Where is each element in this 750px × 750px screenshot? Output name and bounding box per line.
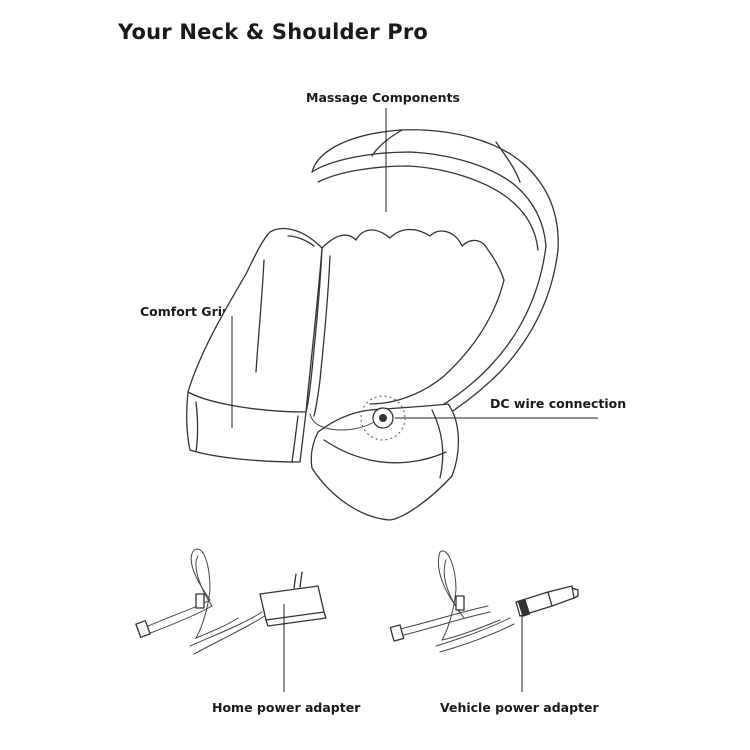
comfort-grip-arm [187,227,323,414]
label-massage-components: Massage Components [306,90,460,105]
label-vehicle-power-adapter: Vehicle power adapter [440,700,599,715]
home-power-adapter-illustration [135,548,327,655]
label-dc-wire-connection: DC wire connection [490,396,627,411]
vehicle-power-adapter-illustration [389,550,579,653]
massager-top-band [311,129,559,251]
home-adapter-box [259,585,325,621]
label-home-power-adapter: Home power adapter [212,700,361,715]
massager-neck-opening [321,228,505,281]
page-title: Your Neck & Shoulder Pro [118,20,429,44]
comfort-grip-strap [186,391,307,463]
massager-body-illustration [186,129,559,521]
label-comfort-grip: Comfort Grip [140,304,231,319]
